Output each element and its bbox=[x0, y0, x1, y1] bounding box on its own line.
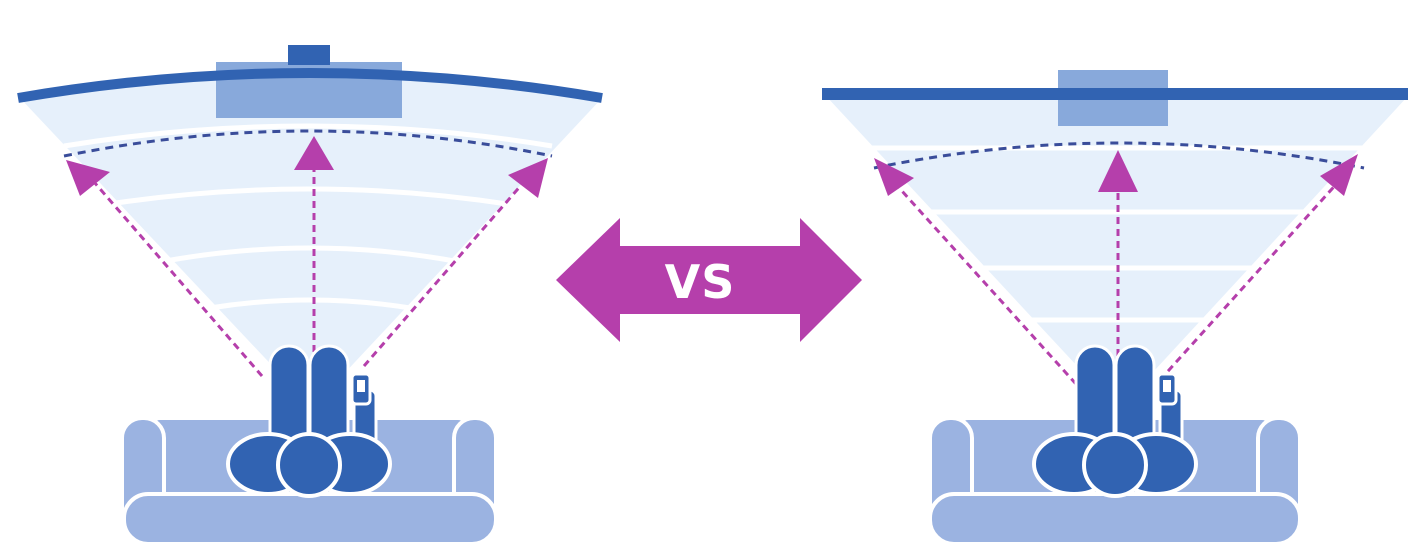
vs-label: VS bbox=[665, 255, 736, 309]
flat-tv-scene bbox=[822, 70, 1408, 543]
remote-icon bbox=[1156, 372, 1178, 406]
sight-arrowheads bbox=[66, 136, 548, 198]
viewing-distance-arc bbox=[63, 129, 553, 158]
flat-tv-icon bbox=[822, 70, 1408, 126]
sofa-icon bbox=[120, 416, 498, 543]
curved-tv-scene bbox=[17, 45, 603, 543]
viewer-icon bbox=[226, 344, 392, 498]
sight-arrowheads bbox=[874, 150, 1358, 196]
sight-lines bbox=[890, 178, 1342, 386]
cone-bands bbox=[63, 123, 553, 311]
viewing-distance-arc bbox=[873, 141, 1365, 170]
versus-double-arrow: VS bbox=[556, 218, 862, 342]
sight-lines bbox=[86, 160, 532, 377]
viewing-cone bbox=[20, 73, 602, 408]
remote-icon bbox=[350, 372, 372, 406]
curved-tv-icon bbox=[17, 45, 603, 118]
